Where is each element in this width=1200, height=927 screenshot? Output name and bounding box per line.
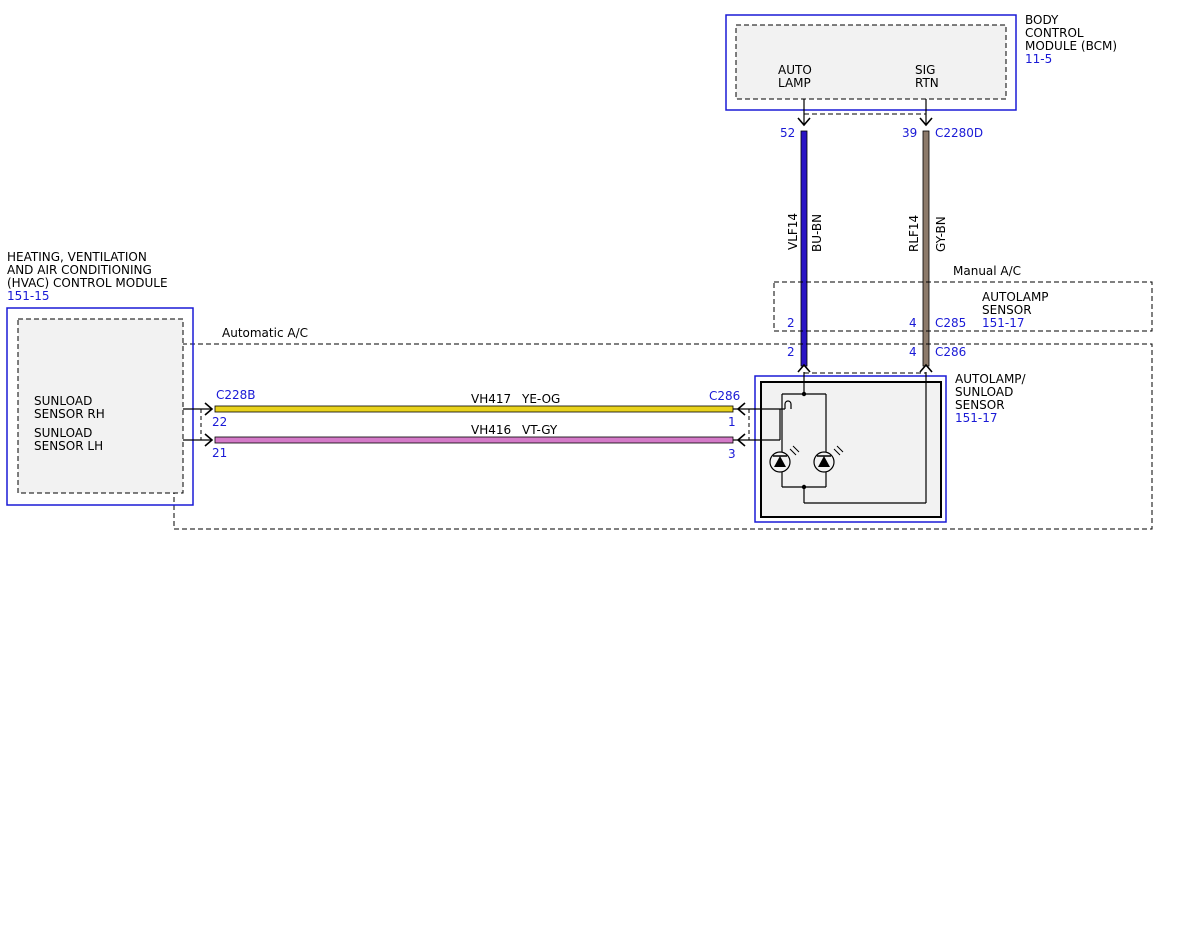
wire-vlf14-c285-pin: 2: [787, 316, 795, 330]
connector-c286-side: C286: [709, 389, 740, 403]
autolamp-sunload-sensor-name-line3: SENSOR: [955, 398, 1005, 412]
wire-rlf14-bcm-pin: 39: [902, 126, 917, 140]
bcm-pin-sig-rtn-line1: SIG: [915, 63, 935, 77]
wire-rlf14-color-code: GY-BN: [934, 216, 948, 252]
autolamp-sensor-ref: 151-17: [982, 316, 1025, 330]
bcm-name-line2: CONTROL: [1025, 26, 1084, 40]
bcm-name-line3: MODULE (BCM): [1025, 39, 1117, 53]
connector-c228b: C228B: [216, 388, 256, 402]
autolamp-sunload-sensor-name-line1: AUTOLAMP/: [955, 372, 1027, 386]
bcm-name-line1: BODY: [1025, 13, 1059, 27]
autolamp-sunload-sensor-outer: [754, 375, 947, 523]
hvac-name-line1: HEATING, VENTILATION: [7, 250, 147, 264]
bcm-ref: 11-5: [1025, 52, 1052, 66]
autolamp-sunload-sensor-ref: 151-17: [955, 411, 998, 425]
hvac-pin-sunload-rh-line2: SENSOR RH: [34, 407, 105, 421]
hvac-ref: 151-15: [7, 289, 50, 303]
wire-vh416-hvac-pin: 21: [212, 446, 227, 460]
wire-vh417: [214, 405, 734, 413]
photodiode-right-icon: [813, 445, 844, 473]
autolamp-sunload-sensor-body: [760, 381, 942, 518]
hvac-name-line2: AND AIR CONDITIONING: [7, 263, 152, 277]
connector-c286-top: C286: [935, 345, 966, 359]
wire-vh416: [214, 436, 734, 444]
manual-ac-region: [773, 281, 1153, 332]
autolamp-sensor-name-line2: SENSOR: [982, 303, 1032, 317]
wire-vlf14-circuit: VLF14: [786, 213, 800, 250]
bcm-pin-auto-lamp-line1: AUTO: [778, 63, 812, 77]
hvac-pin-sunload-lh-line1: SUNLOAD: [34, 426, 92, 440]
wire-vh416-sensor-pin: 3: [728, 447, 736, 461]
wire-vh416-circuit: VH416: [471, 423, 511, 437]
wire-rlf14-c285-pin: 4: [909, 316, 917, 330]
hvac-pin-sunload-lh-line2: SENSOR LH: [34, 439, 103, 453]
connector-c2280d: C2280D: [935, 126, 983, 140]
wire-rlf14-c286-pin: 4: [909, 345, 917, 359]
bcm-inner-box: [735, 24, 1007, 100]
hvac-pin22-chevron-icon: [204, 402, 214, 416]
connector-c285: C285: [935, 316, 966, 330]
manual-ac-label: Manual A/C: [953, 264, 1021, 278]
junction-dot-bottom: [801, 484, 807, 490]
bcm-outer-border: [725, 14, 1017, 111]
wire-vh416-color-code: VT-GY: [522, 423, 558, 437]
photodiode-left-icon: [769, 445, 800, 473]
junction-dot-top: [801, 391, 807, 397]
bcm-pin-auto-lamp-line2: LAMP: [778, 76, 811, 90]
wire-vh417-circuit: VH417: [471, 392, 511, 406]
wire-vlf14-c286-pin: 2: [787, 345, 795, 359]
hvac-pin21-chevron-icon: [204, 433, 214, 447]
c286-pin4-chevron-icon: [919, 363, 933, 373]
wire-rlf14-circuit: RLF14: [907, 215, 921, 252]
hvac-pin-sunload-rh-line1: SUNLOAD: [34, 394, 92, 408]
wire-vh417-hvac-pin: 22: [212, 415, 227, 429]
autolamp-sensor-name-line1: AUTOLAMP: [982, 290, 1049, 304]
wire-vlf14-color-code: BU-BN: [810, 214, 824, 252]
automatic-ac-label: Automatic A/C: [222, 326, 308, 340]
wire-vh417-sensor-pin: 1: [728, 415, 736, 429]
hvac-inner-box: [17, 318, 184, 494]
bcm-pin-sig-rtn-line2: RTN: [915, 76, 939, 90]
hvac-outer-border: [6, 307, 194, 506]
autolamp-sunload-sensor-name-line2: SUNLOAD: [955, 385, 1013, 399]
hvac-name-line3: (HVAC) CONTROL MODULE: [7, 276, 168, 290]
wire-vlf14-bcm-pin: 52: [780, 126, 795, 140]
c286-pin2-chevron-icon: [797, 363, 811, 373]
wire-vh417-color-code: YE-OG: [521, 392, 560, 406]
